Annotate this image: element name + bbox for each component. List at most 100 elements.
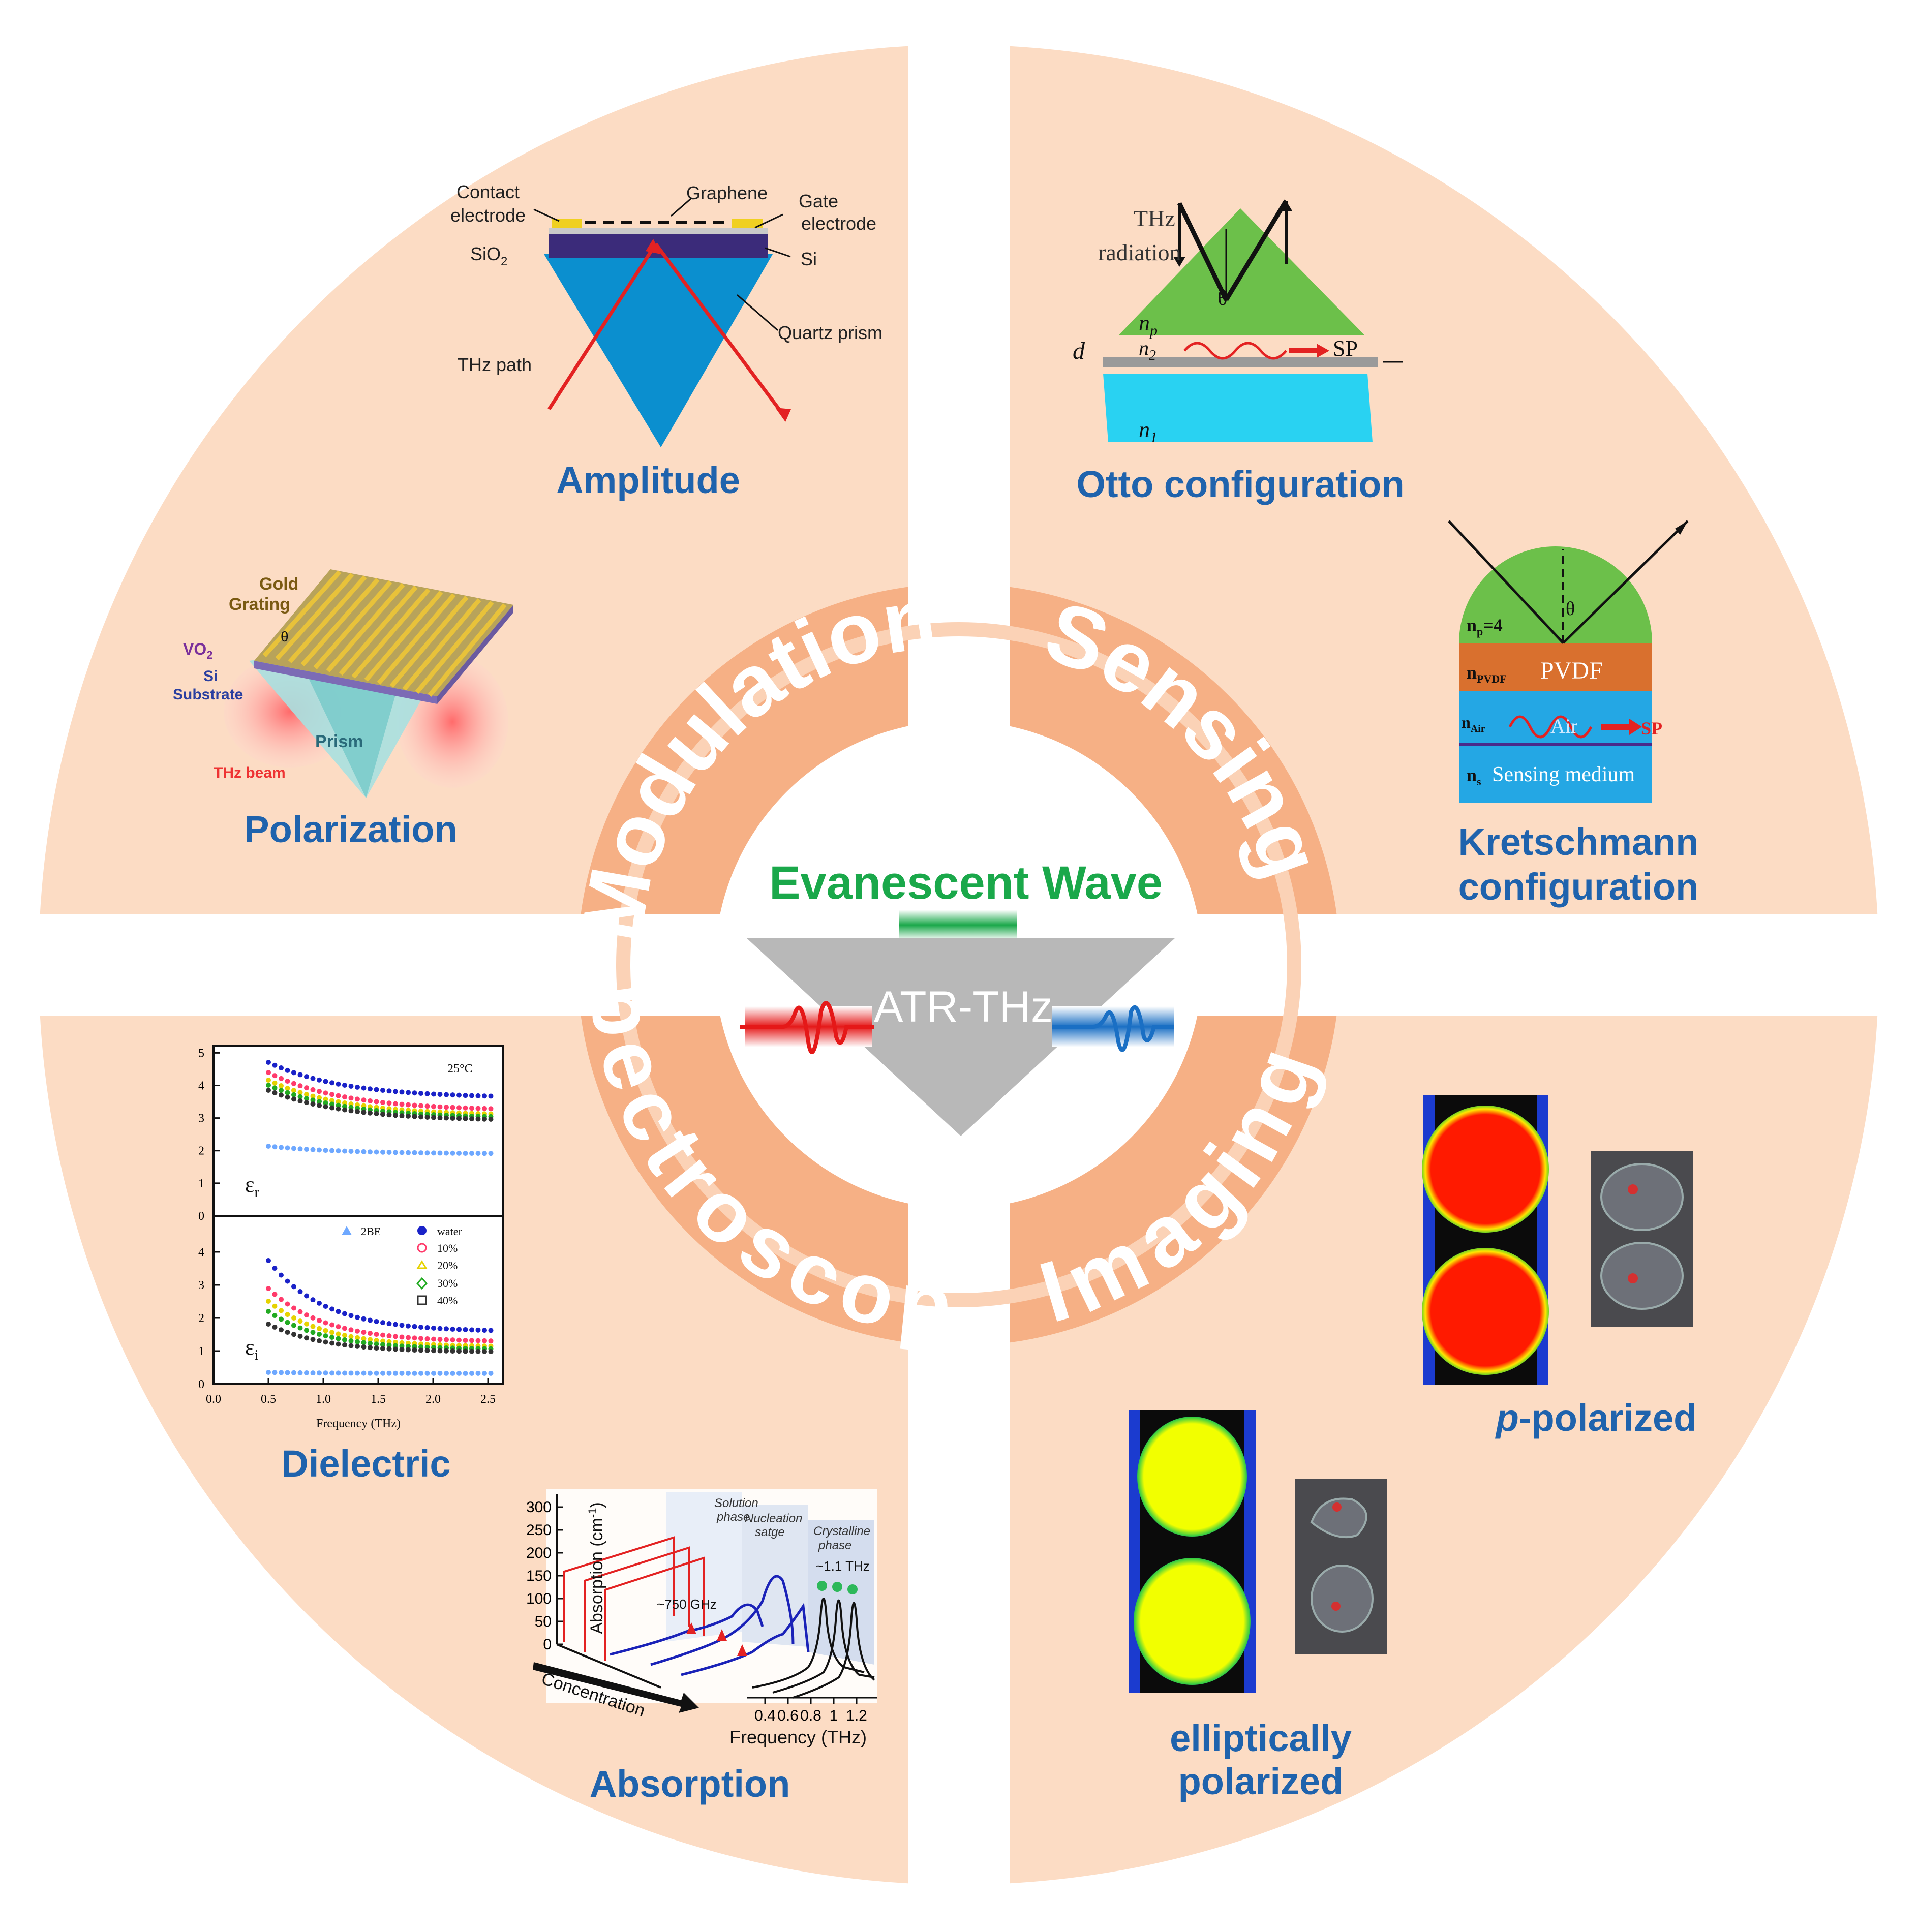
dielectric-point-er xyxy=(266,1088,271,1093)
dielectric-point-ei xyxy=(475,1370,481,1376)
dielectric-point-ei xyxy=(374,1370,379,1376)
kretschmann-title-line1: Kretschmann xyxy=(1458,821,1699,863)
dielectric-point-ei xyxy=(336,1336,341,1341)
dielectric-point-er xyxy=(393,1113,398,1118)
abs-xtick-label: 0.4 xyxy=(754,1707,776,1724)
dielectric-point-ei xyxy=(368,1340,373,1346)
dielectric-point-ei xyxy=(291,1332,296,1337)
legend-water: water xyxy=(437,1225,463,1238)
dielectric-point-er xyxy=(310,1087,316,1092)
dielectric-point-er xyxy=(297,1098,303,1103)
xtick-label: 1.5 xyxy=(371,1393,386,1406)
p-polarized-title: p-polarized xyxy=(1495,1397,1697,1439)
np-label-kret: np=4 xyxy=(1467,615,1503,638)
dielectric-point-er xyxy=(317,1099,322,1105)
center-atr-graphic: Evanescent Wave ATR-THz xyxy=(740,857,1175,1136)
dielectric-point-ei xyxy=(323,1328,328,1333)
dielectric-point-er xyxy=(424,1091,430,1096)
dielectric-point-ei xyxy=(374,1331,379,1337)
dielectric-point-ei xyxy=(374,1318,379,1324)
dielectric-point-ei xyxy=(355,1370,360,1376)
dielectric-point-er xyxy=(266,1060,271,1065)
dielectric-point-er xyxy=(304,1092,309,1097)
dielectric-point-ei xyxy=(272,1324,278,1330)
dielectric-point-er xyxy=(272,1144,278,1150)
dielectric-point-er xyxy=(304,1096,309,1101)
dielectric-point-er xyxy=(323,1148,328,1153)
dielectric-point-er xyxy=(310,1097,316,1103)
dielectric-point-ei xyxy=(355,1328,360,1334)
dielectric-point-ei xyxy=(463,1327,468,1332)
dielectric-point-ei xyxy=(386,1342,392,1348)
legend-40: 40% xyxy=(437,1294,458,1307)
dielectric-point-ei xyxy=(437,1348,443,1354)
dielectric-point-er xyxy=(291,1070,296,1076)
dielectric-point-er xyxy=(374,1099,379,1105)
gate-label: Gate xyxy=(799,191,838,211)
dielectric-point-ei xyxy=(450,1337,455,1343)
dielectric-point-er xyxy=(266,1070,271,1075)
dielectric-point-er xyxy=(444,1105,449,1110)
dielectric-point-er xyxy=(329,1148,334,1153)
legend-10: 10% xyxy=(437,1242,458,1254)
dielectric-point-er xyxy=(418,1103,423,1109)
dielectric-point-er xyxy=(368,1110,373,1116)
dielectric-point-ei xyxy=(437,1370,443,1376)
legend-20: 20% xyxy=(437,1259,458,1272)
xtick-label: 0.0 xyxy=(206,1393,221,1406)
ytick-bottom-label: 4 xyxy=(198,1246,204,1259)
dielectric-point-ei xyxy=(361,1370,367,1376)
dielectric-point-ei xyxy=(304,1293,309,1299)
dielectric-point-ei xyxy=(424,1347,430,1353)
dielectric-point-ei xyxy=(323,1339,328,1345)
dielectric-point-er xyxy=(482,1116,487,1122)
abs-ytick-label: 200 xyxy=(526,1545,552,1561)
dielectric-point-ei xyxy=(456,1370,462,1376)
ytick-bottom-label: 2 xyxy=(198,1312,204,1325)
dielectric-point-ei xyxy=(297,1370,303,1375)
dielectric-point-er xyxy=(431,1103,436,1109)
dielectric-point-er xyxy=(266,1144,271,1149)
dielectric-point-er xyxy=(418,1114,423,1120)
dielectric-point-er xyxy=(406,1150,411,1155)
dielectric-point-ei xyxy=(456,1337,462,1343)
dielectric-point-ei xyxy=(336,1324,341,1330)
abs-xtick-label: 0.6 xyxy=(777,1707,799,1724)
dielectric-point-er xyxy=(399,1150,405,1155)
nucleation-stage-label: satge xyxy=(755,1525,785,1539)
dielectric-point-ei xyxy=(424,1370,430,1376)
dielectric-point-er xyxy=(336,1099,341,1105)
dielectric-point-ei xyxy=(310,1337,316,1342)
dielectric-point-ei xyxy=(329,1335,334,1340)
dielectric-point-ei xyxy=(380,1345,385,1351)
dielectric-legend: 2BE water 10% 20% 30% 40% xyxy=(342,1225,463,1307)
dielectric-point-er xyxy=(437,1150,443,1156)
si-label: Si xyxy=(801,249,817,269)
dielectric-point-er xyxy=(336,1102,341,1108)
dielectric-point-er xyxy=(279,1088,284,1093)
quartz-prism-label: Quartz prism xyxy=(778,322,882,343)
dielectric-point-er xyxy=(386,1100,392,1106)
dielectric-point-ei xyxy=(463,1348,468,1354)
ytick-top-label: 1 xyxy=(198,1177,204,1190)
atr-thz-label: ATR-THz xyxy=(874,983,1053,1031)
dielectric-point-ei xyxy=(488,1348,494,1354)
dielectric-point-ei xyxy=(323,1333,328,1339)
otto-title: Otto configuration xyxy=(1076,463,1404,505)
dielectric-point-ei xyxy=(297,1318,303,1324)
dielectric-point-ei xyxy=(418,1336,423,1341)
dielectric-point-ei xyxy=(393,1346,398,1352)
dielectric-point-er xyxy=(469,1116,474,1122)
dielectric-point-er xyxy=(336,1093,341,1098)
dielectric-point-er xyxy=(456,1105,462,1111)
dielectric-point-ei xyxy=(444,1348,449,1354)
dielectric-point-ei xyxy=(304,1370,309,1375)
dielectric-point-er xyxy=(329,1098,334,1103)
dielectric-point-ei xyxy=(266,1370,271,1375)
dielectric-point-er xyxy=(374,1149,379,1155)
evanescent-bar xyxy=(899,910,1017,940)
dielectric-point-er xyxy=(380,1099,385,1105)
dielectric-point-ei xyxy=(310,1315,316,1321)
dielectric-point-ei xyxy=(412,1347,417,1353)
dielectric-point-er xyxy=(272,1080,278,1086)
